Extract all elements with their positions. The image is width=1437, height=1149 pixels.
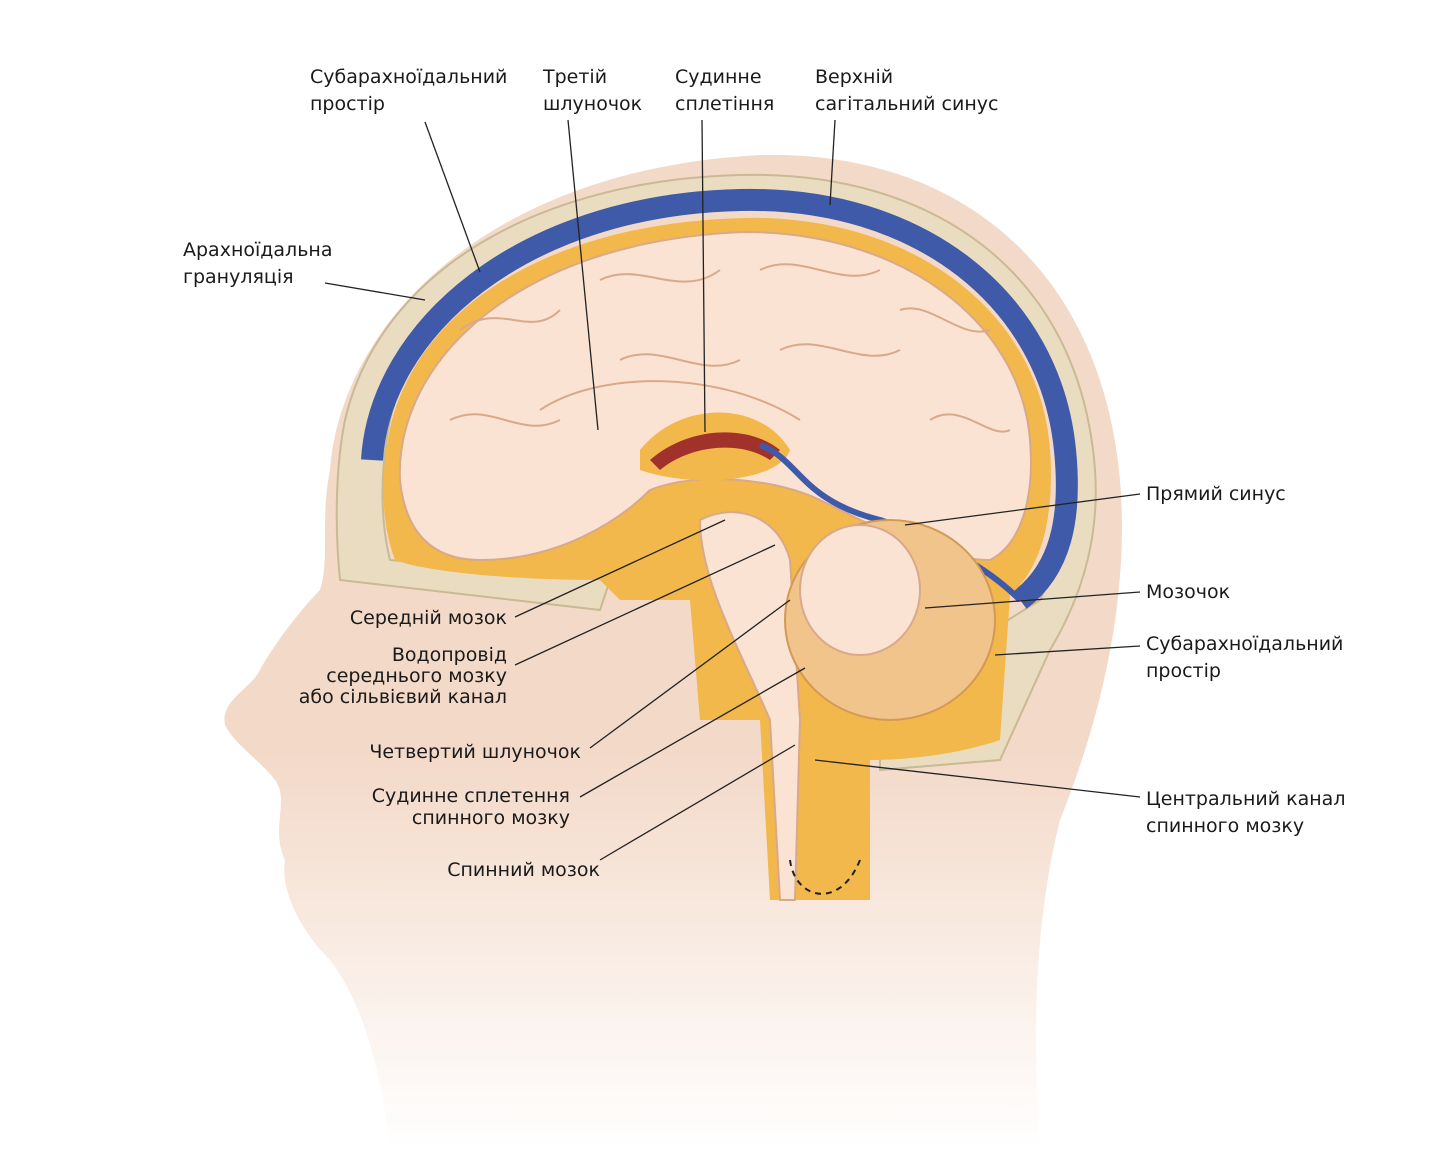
label-subarachnoid-space-top: Субарахноїдальний простір	[310, 64, 507, 118]
label-line: спинного мозку	[411, 807, 570, 829]
label-line: Судинне	[675, 66, 762, 88]
label-line: Верхній	[815, 66, 894, 88]
label-line: Арахноїдальна	[183, 239, 333, 261]
label-line: Центральний канал	[1146, 788, 1346, 810]
label-line: шлуночок	[543, 93, 643, 115]
leader-lines	[324, 119, 1141, 861]
label-third-ventricle: Третій шлуночок	[543, 64, 642, 118]
label-cerebellum: Мозочок	[1146, 581, 1231, 603]
label-line: простір	[310, 93, 385, 115]
label-spinal-cord: Спинний мозок	[447, 859, 600, 881]
spinal-cord-dashed-end	[789, 859, 861, 895]
label-straight-sinus: Прямий синус	[1146, 483, 1286, 505]
label-line: сагітальний синус	[815, 93, 999, 115]
brain-gyri	[449, 263, 1011, 433]
label-midbrain: Середній мозок	[349, 607, 507, 629]
label-line: середнього мозку	[326, 665, 507, 687]
label-line: Субарахноїдальний	[310, 66, 508, 88]
label-line: спинного мозку	[1146, 815, 1305, 837]
label-line: простір	[1146, 660, 1221, 682]
cerebellum-arbor	[799, 524, 921, 656]
label-superior-sagittal-sinus: Верхній сагітальний синус	[815, 64, 998, 118]
label-line: Субарахноїдальний	[1146, 633, 1344, 655]
label-subarachnoid-space-right: Субарахноїдальний простір	[1146, 631, 1343, 685]
label-line: або сільвієвий канал	[298, 686, 507, 708]
label-line: грануляція	[183, 266, 294, 288]
label-arachnoid-granulation: Арахноїдальна грануляція	[183, 237, 332, 291]
label-line: сплетіння	[675, 93, 775, 115]
brainstem	[698, 511, 802, 901]
label-choroid-plexus: Судинне сплетіння	[675, 64, 774, 118]
label-central-canal: Центральний канал спинного мозку	[1146, 786, 1345, 840]
choroid-plexus-brain	[650, 432, 780, 470]
label-line: Третій	[543, 66, 608, 88]
label-line: Судинне сплетення	[371, 785, 570, 807]
label-line: Водопровід	[391, 644, 507, 666]
superior-sagittal-sinus	[361, 188, 1078, 609]
label-fourth-ventricle: Четвертий шлуночок	[369, 741, 581, 763]
